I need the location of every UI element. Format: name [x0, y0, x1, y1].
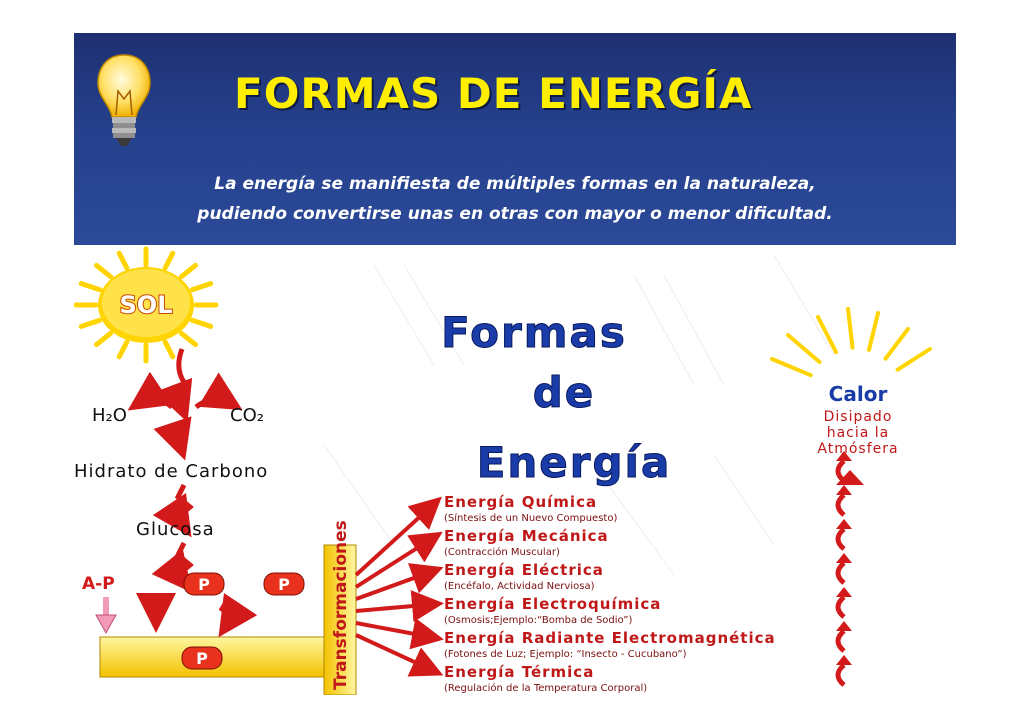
heat-chain-link — [838, 495, 844, 515]
energy-name: Energía Térmica — [444, 663, 594, 681]
heat-title: Calor — [829, 382, 888, 406]
heat-ray — [818, 317, 836, 352]
energy-diagram: SOL H₂O CO₂ Hidrato de Carbono Glucosa A… — [74, 245, 956, 695]
title-banner: FORMAS DE ENERGÍA La energía se manifies… — [74, 33, 956, 245]
transformation-arrow — [356, 502, 436, 575]
p-badge-3: P — [182, 647, 222, 669]
heat-ray — [772, 359, 811, 375]
energy-detail: (Osmosis;Ejemplo:“Bomba de Sodio”) — [444, 615, 632, 626]
transformation-arrow — [356, 623, 436, 638]
p-badge-1: P — [184, 573, 224, 595]
sun-ray — [97, 265, 111, 276]
center-title-line-3: Energía — [477, 438, 672, 487]
sun-label: SOL — [120, 291, 173, 319]
ap-label: A-P — [82, 574, 115, 594]
subtitle-line-2: pudiendo convertirse unas en otras con m… — [74, 199, 956, 229]
center-title: Formas de Energía — [441, 308, 671, 487]
heat-up-arrows — [836, 451, 864, 685]
energy-name: Energía Electroquímica — [444, 595, 661, 613]
page-subtitle: La energía se manifiesta de múltiples fo… — [74, 169, 956, 229]
heat-chain-link — [838, 529, 844, 549]
energy-name: Energía Radiante Electromagnética — [444, 629, 776, 647]
slide: FORMAS DE ENERGÍA La energía se manifies… — [74, 33, 956, 695]
svg-text:P: P — [278, 575, 290, 594]
subtitle-line-1: La energía se manifiesta de múltiples fo… — [74, 169, 956, 199]
heat-chain-link — [838, 563, 844, 583]
heat-ray — [869, 313, 878, 350]
heat-chain-arrowhead — [836, 553, 852, 563]
page-title: FORMAS DE ENERGÍA — [234, 69, 753, 118]
heat-ray — [898, 349, 930, 370]
sun-ray — [97, 333, 111, 344]
sun-ray — [192, 284, 210, 290]
transformation-arrow — [356, 635, 436, 672]
energy-detail: (Fotones de Luz; Ejemplo: “Insecto - Cuc… — [444, 649, 687, 660]
heat-ray — [848, 309, 853, 348]
sun-ray — [81, 320, 99, 326]
heat-rays-icon — [772, 309, 930, 375]
transformation-arrows — [356, 502, 436, 672]
energy-name: Energía Química — [444, 493, 597, 511]
h2o-label: H₂O — [92, 405, 127, 426]
heat-chain-arrowhead — [836, 655, 852, 665]
heat-chain-link — [838, 631, 844, 651]
sun-ray — [181, 333, 195, 344]
heat-line-2: hacia la — [827, 425, 890, 441]
center-title-line-1: Formas — [441, 308, 627, 357]
sun-ray — [165, 253, 173, 268]
energy-name: Energía Mecánica — [444, 527, 609, 545]
sun-ray — [119, 342, 127, 357]
p-badge-2: P — [264, 573, 304, 595]
photosynthesis-arrows — [136, 349, 234, 451]
sun-ray — [119, 253, 127, 268]
transformation-arrow — [356, 604, 436, 611]
heat-chain-link — [838, 665, 844, 685]
svg-text:P: P — [196, 649, 208, 668]
sun-ray — [181, 265, 195, 276]
heat-chain-arrowhead — [836, 519, 852, 529]
heat-chain-link — [838, 597, 844, 617]
light-bulb-icon — [94, 51, 154, 161]
heat-chain-arrowhead — [836, 621, 852, 631]
energy-detail: (Regulación de la Temperatura Corporal) — [444, 682, 647, 694]
transformations-label: Transformaciones — [331, 520, 351, 690]
sun-ray — [81, 284, 99, 290]
glucose-label: Glucosa — [136, 519, 215, 540]
energy-detail: (Encéfalo, Actividad Nerviosa) — [444, 580, 595, 592]
energy-name: Energía Eléctrica — [444, 561, 604, 579]
heat-ray — [886, 329, 909, 359]
energy-detail: (Contracción Muscular) — [444, 546, 560, 558]
heat-chain-arrowhead — [836, 485, 852, 495]
sun-icon: SOL — [76, 249, 216, 361]
heat-ray — [788, 335, 820, 362]
heat-line-1: Disipado — [824, 409, 893, 425]
transformation-arrow — [356, 570, 436, 599]
sun-ray — [192, 320, 210, 326]
svg-text:P: P — [198, 575, 210, 594]
co2-label: CO₂ — [230, 405, 264, 426]
carbohydrate-label: Hidrato de Carbono — [74, 461, 268, 482]
center-title-line-2: de — [533, 368, 596, 417]
sun-ray — [165, 342, 173, 357]
down-arrow-2 — [222, 599, 232, 629]
heat-chain-arrowhead — [836, 587, 852, 597]
energy-list: Energía Química(Síntesis de un Nuevo Com… — [444, 493, 776, 694]
energy-detail: (Síntesis de un Nuevo Compuesto) — [444, 512, 617, 524]
heat-line-3: Atmósfera — [817, 441, 898, 457]
